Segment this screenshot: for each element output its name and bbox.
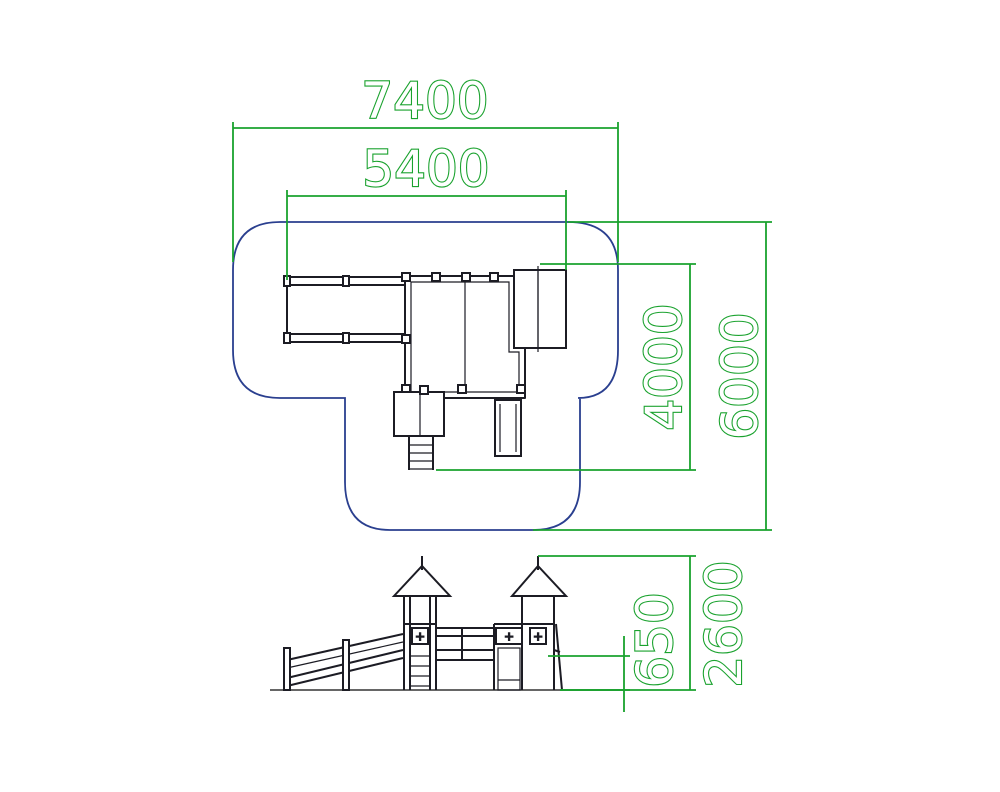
dim-label-total-height: 2600 <box>695 560 753 687</box>
plan-view: 7400 5400 4000 6000 <box>232 71 772 531</box>
plan-roof-section <box>513 266 567 352</box>
elevation-right-tower: ✚ ✚ <box>493 556 569 691</box>
dim-label-overall-width: 7400 <box>361 72 488 130</box>
svg-text:✚: ✚ <box>504 630 514 644</box>
dim-label-inner-depth: 4000 <box>635 303 693 430</box>
plan-slide <box>494 399 522 457</box>
plan-walkway <box>283 275 406 344</box>
svg-text:✚: ✚ <box>533 630 543 644</box>
dim-label-overall-depth: 6000 <box>711 312 769 439</box>
dimension-inner-depth: 4000 <box>436 263 696 471</box>
dim-label-platform-height: 650 <box>626 592 684 687</box>
dimension-overall-width: 7400 <box>232 71 619 262</box>
dimension-inner-width: 5400 <box>286 139 567 280</box>
plan-main-platform <box>401 272 526 399</box>
plan-ladder <box>408 436 434 470</box>
elevation-platform-rails <box>435 627 494 690</box>
elevation-left-tower: ✚ <box>391 556 453 690</box>
dimension-total-height: 2600 <box>538 555 754 691</box>
elevation-ramp <box>283 633 404 691</box>
dimension-platform-height: 650 <box>548 591 685 712</box>
svg-text:✚: ✚ <box>415 630 425 644</box>
dimension-overall-depth: 6000 <box>533 221 772 531</box>
dim-label-inner-width: 5400 <box>362 140 489 198</box>
elevation-view: ✚ ✚ ✚ <box>270 555 754 712</box>
plan-lower-tower <box>393 385 445 437</box>
safety-zone-outline <box>232 221 619 531</box>
